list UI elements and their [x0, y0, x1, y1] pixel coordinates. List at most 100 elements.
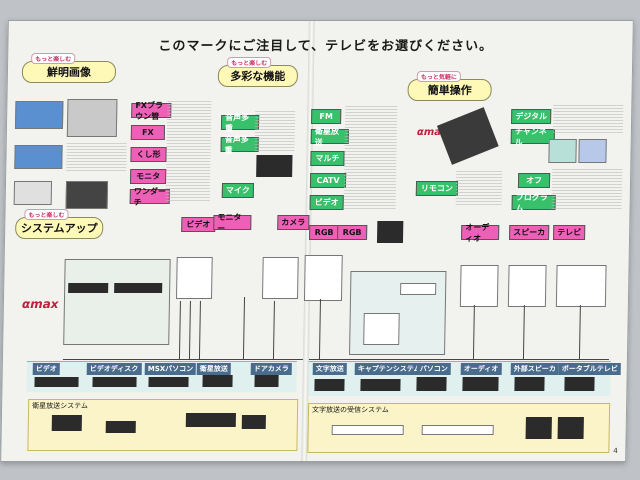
category-system-label: システムアップ — [20, 222, 98, 235]
device-image — [254, 375, 279, 387]
text-block — [343, 105, 398, 209]
tuner-unit-image — [331, 425, 404, 435]
tag-monitor-av: モニター — [213, 213, 252, 233]
device-portable-tv: ポータブルテレビ — [558, 363, 621, 375]
tag-monitor: モニタ — [129, 169, 167, 184]
av-system-diagram-left — [63, 259, 171, 345]
device-image — [416, 377, 447, 391]
category-function-label: 多彩な機能 — [230, 70, 286, 83]
device-videodisc: ビデオディスク — [86, 363, 142, 375]
category-picture-label: 鮮明画像 — [46, 66, 92, 79]
category-picture-sub: もっと楽しむ — [31, 53, 76, 64]
vcr-image — [68, 283, 109, 293]
connector-panel-3 — [303, 255, 343, 301]
tag-audio-multi-2: 音声多重 — [220, 135, 259, 155]
adapter-unit-image — [557, 417, 584, 439]
device-audio: オーディオ — [460, 363, 502, 375]
dish-image — [51, 415, 82, 431]
brochure-spread: このマークにご注目して、テレビをお選びください。 もっと楽しむ 鮮明画像 FXブ… — [0, 20, 634, 462]
test-pattern-image — [66, 99, 118, 137]
cable-line — [318, 299, 321, 359]
tag-fx: FX — [130, 125, 166, 140]
tag-mic: マイク — [221, 183, 255, 198]
tag-camera: カメラ — [277, 215, 310, 230]
antenna-image — [241, 415, 266, 429]
device-pc: パソコン — [416, 363, 451, 375]
vcr-image — [114, 283, 163, 293]
device-image — [148, 377, 189, 387]
tuner-image — [105, 421, 136, 433]
color-bar-image — [65, 181, 109, 209]
teletext-system-label: 文字放送の受信システム — [311, 406, 389, 414]
cable-bus — [62, 359, 303, 360]
category-operation: もっと気軽に 簡単操作 — [407, 71, 492, 101]
remote-control-image — [436, 107, 499, 165]
device-teletext: 文字放送 — [312, 363, 347, 375]
tag-program: プログラム — [511, 193, 556, 213]
text-block — [551, 169, 623, 209]
category-picture: もっと楽しむ 鮮明画像 — [21, 53, 117, 83]
tag-fx-tube: FXブラウン管 — [131, 101, 172, 121]
device-image — [564, 377, 595, 391]
device-doorcam: ドアカメラ — [250, 363, 292, 375]
screen-thumb-1 — [548, 139, 577, 163]
tag-video: ビデオ — [181, 217, 216, 232]
cable-line — [188, 301, 191, 359]
device-image — [462, 377, 499, 391]
tag-wonder: ワンダーチ — [129, 187, 170, 207]
cable-line — [578, 305, 581, 359]
tag-rgb-1: RGB — [309, 225, 340, 240]
connector-panel-4 — [459, 265, 499, 307]
tag-catv: CATV — [309, 173, 347, 188]
connector-panel-6 — [555, 265, 607, 307]
tag-rgb-2: RGB — [337, 225, 368, 240]
tag-off: オフ — [517, 173, 551, 188]
tv-image — [363, 313, 400, 345]
adapter-unit-image — [525, 417, 552, 439]
text-block — [254, 111, 296, 151]
tv-thumb-1 — [14, 101, 64, 129]
device-image — [92, 377, 137, 387]
device-satellite: 衛星放送 — [196, 363, 231, 375]
tag-satellite: 衛星放送 — [310, 127, 349, 147]
page-number: 4 — [613, 447, 618, 455]
text-block — [455, 169, 503, 205]
category-operation-sub: もっと気軽に — [416, 71, 461, 82]
tag-fm: FM — [311, 109, 342, 124]
adapter-image — [376, 221, 404, 243]
receiver-image — [185, 413, 236, 427]
tv-thumb-2 — [14, 145, 63, 169]
tag-audio-multi-1: 音声多重 — [220, 113, 260, 133]
cable-line — [522, 305, 525, 359]
cable-bus — [308, 359, 609, 360]
tag-multi: マルチ — [310, 151, 345, 166]
keyboard-image — [400, 283, 437, 295]
connector-panel-2 — [261, 257, 299, 299]
device-image — [314, 379, 345, 391]
device-msx: MSXパソコン — [144, 363, 197, 375]
tag-tv: テレビ — [553, 225, 586, 240]
text-block — [552, 103, 624, 133]
device-image — [202, 375, 233, 387]
cable-line — [242, 297, 246, 359]
tag-comb: くし形 — [130, 147, 167, 162]
cable-line — [198, 301, 201, 359]
screen-thumb-2 — [578, 139, 607, 163]
device-image — [514, 377, 545, 391]
category-function: もっと楽しむ 多彩な機能 — [217, 57, 299, 87]
cable-line — [178, 301, 181, 359]
device-image — [360, 379, 401, 391]
page-headline: このマークにご注目して、テレビをお選びください。 — [158, 39, 494, 54]
category-operation-label: 簡単操作 — [427, 84, 472, 97]
tag-speaker: スピーカ — [509, 225, 550, 240]
text-block — [165, 101, 212, 201]
tag-video-ch: ビデオ — [309, 195, 344, 210]
cable-line — [272, 301, 275, 359]
text-block — [66, 141, 127, 171]
satellite-system-label: 衛星放送システム — [32, 402, 88, 410]
alpha-max-logo: αmax — [21, 297, 59, 311]
device-ext-speaker: 外部スピーカ — [510, 363, 559, 375]
category-function-sub: もっと楽しむ — [227, 57, 272, 68]
tv-thumb-3 — [13, 181, 53, 205]
tag-audio: オーディオ — [461, 223, 500, 243]
